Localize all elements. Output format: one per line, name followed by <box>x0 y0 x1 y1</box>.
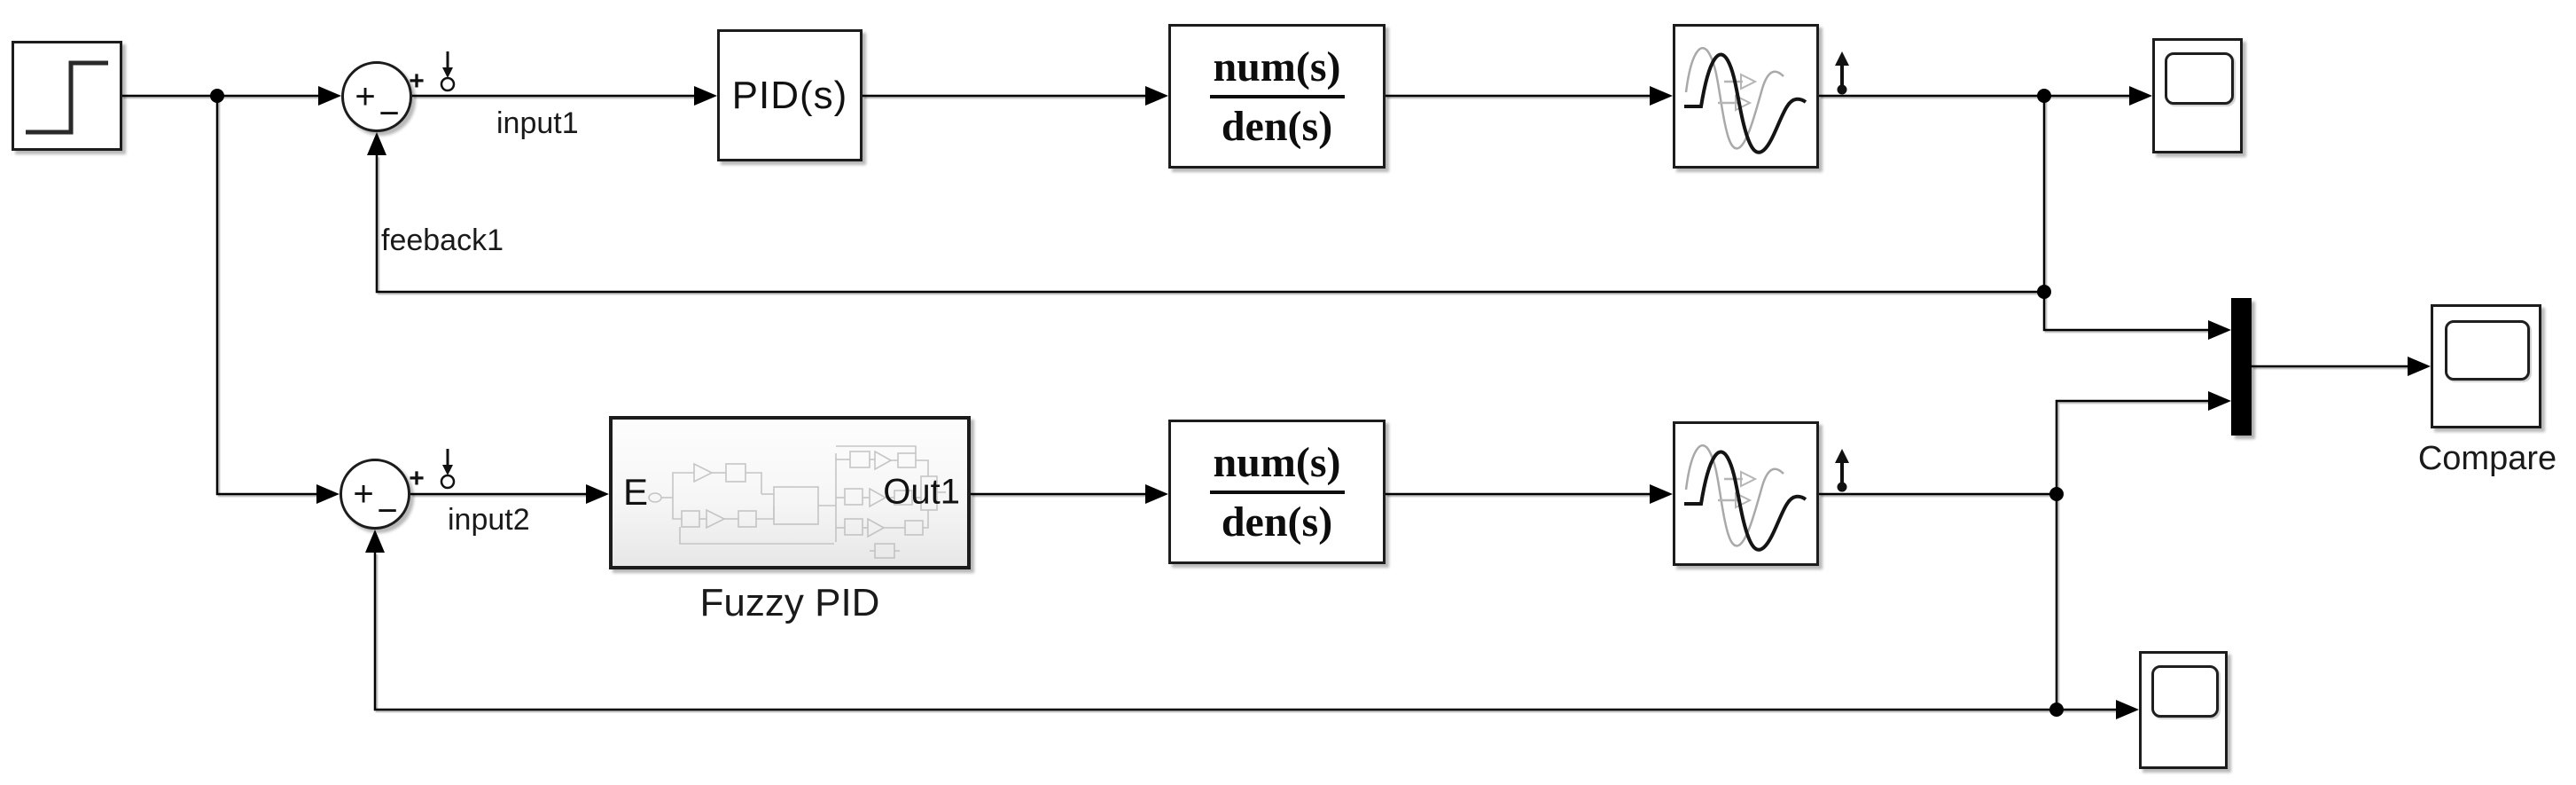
badge-plus-sign: + <box>409 464 425 493</box>
transfer-fcn-block-2[interactable]: num(s) den(s) <box>1168 420 1386 564</box>
transfer-fcn-block-1[interactable]: num(s) den(s) <box>1168 24 1386 169</box>
arrowhead-icon <box>2408 357 2431 376</box>
arrowhead-icon <box>2208 391 2231 411</box>
arrowhead-icon <box>1145 484 1168 504</box>
arrowhead-icon <box>1650 86 1673 106</box>
port-circle-icon <box>440 76 456 92</box>
branch-dot <box>2037 285 2051 299</box>
step-icon <box>26 60 108 135</box>
wire-branch1-to-mux-in1[interactable] <box>2042 96 2210 332</box>
port-circle-icon <box>440 474 456 490</box>
branch-dot <box>2049 487 2064 501</box>
wire-branch2-to-mux-in2[interactable] <box>2055 399 2210 494</box>
transport-delay-icon <box>1684 47 1807 154</box>
transport-delay-block-2[interactable] <box>1673 421 1819 566</box>
fuzzy-in-port-label: E <box>623 470 649 513</box>
arrowhead-icon <box>586 484 609 504</box>
arrowhead-icon <box>316 484 340 504</box>
transport-delay-icon <box>1684 444 1807 552</box>
scope-block-2[interactable] <box>2139 651 2228 769</box>
step-block[interactable] <box>12 41 122 151</box>
fraction-bar <box>1209 490 1345 494</box>
arrowhead-icon <box>367 132 386 155</box>
branch-dot <box>2037 89 2051 103</box>
signal-label-input2[interactable]: input2 <box>448 503 530 537</box>
fraction-bar <box>1209 94 1345 98</box>
tf-numerator: num(s) <box>1213 43 1341 90</box>
scope-screen-icon <box>2151 665 2219 718</box>
sum-plus-sign: + <box>355 77 376 116</box>
sum-minus-sign: − <box>379 94 400 133</box>
branch-dot <box>210 89 224 103</box>
wire-feedback2[interactable] <box>373 553 2057 711</box>
updown-arrow-badge <box>1835 449 1849 492</box>
sum-block-1[interactable]: + − <box>341 61 412 132</box>
fuzzy-pid-caption[interactable]: Fuzzy PID <box>699 581 880 624</box>
down-arrow-icon <box>442 67 453 78</box>
transport-delay-block-1[interactable] <box>1673 24 1819 169</box>
compare-scope-block[interactable] <box>2431 304 2541 428</box>
sum-block-2[interactable]: + − <box>340 459 410 530</box>
scope-screen-icon <box>2165 52 2234 105</box>
arrowhead-icon <box>318 86 341 106</box>
arrowhead-icon <box>2129 86 2152 106</box>
mux-block[interactable] <box>2231 298 2252 436</box>
badge-plus-sign: + <box>409 67 425 96</box>
sum-plus-sign: + <box>353 475 374 514</box>
arrowhead-icon <box>694 86 717 106</box>
arrowhead-icon <box>1145 86 1168 106</box>
sum-minus-sign: − <box>377 491 398 530</box>
arrowhead-icon <box>2116 700 2139 719</box>
sum1-output-badge: + <box>409 51 456 96</box>
tf-numerator: num(s) <box>1213 438 1341 486</box>
sum2-output-badge: + <box>409 449 456 493</box>
tf-denominator: den(s) <box>1221 498 1333 546</box>
arrowhead-icon <box>1650 484 1673 504</box>
scope-block-1[interactable] <box>2152 38 2243 153</box>
updown-arrow-badge <box>1835 51 1849 95</box>
branch-dot <box>2049 703 2064 717</box>
pid-label: PID(s) <box>731 73 848 117</box>
wire-feedback1[interactable] <box>375 155 2044 294</box>
fuzzy-out-port-label: Out1 <box>883 472 960 512</box>
wire-step-branch-to-sum2[interactable] <box>215 96 318 496</box>
arrowhead-icon <box>2208 320 2231 340</box>
scope-screen-icon <box>2445 320 2530 381</box>
fuzzy-pid-subsystem-block[interactable]: E Out1 <box>609 416 971 569</box>
compare-scope-caption[interactable]: Compare <box>2417 440 2557 477</box>
pid-controller-block[interactable]: PID(s) <box>717 29 863 161</box>
signal-label-input1[interactable]: input1 <box>496 106 579 140</box>
signal-label-feedback1[interactable]: feeback1 <box>381 224 503 257</box>
wire-branch2-to-scope3[interactable] <box>2055 494 2118 711</box>
tf-denominator: den(s) <box>1221 102 1333 150</box>
arrowhead-icon <box>365 530 385 553</box>
fuzzy-subsystem-thumbnail-icon <box>648 445 946 559</box>
down-arrow-icon <box>442 465 453 475</box>
